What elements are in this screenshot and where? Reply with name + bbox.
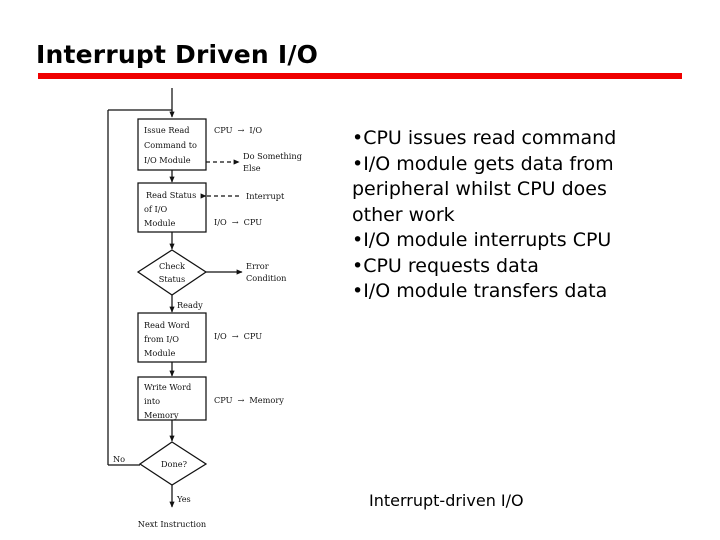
node-read-status-line: Read Status xyxy=(146,190,196,200)
figure-caption: Interrupt-driven I/O xyxy=(369,491,524,510)
annotation-cpu-to-memory-left: CPU xyxy=(214,395,233,405)
annotation-io-to-cpu-status-arrow: → xyxy=(232,217,239,227)
node-issue-read-line: I/O Module xyxy=(144,155,191,165)
bullet-line: •CPU requests data xyxy=(352,254,539,277)
annotation-io-to-cpu-status-left: I/O xyxy=(214,217,227,227)
annotation-cpu-to-io-left: CPU xyxy=(214,125,233,135)
node-write-word-line: into xyxy=(144,396,160,406)
annotation-cpu-to-io-arrow: → xyxy=(238,125,245,135)
bullet-line: •I/O module transfers data xyxy=(352,280,608,302)
annotation-cpu-to-io: CPU → I/O xyxy=(214,125,262,135)
annotation-io-to-cpu-word: I/O → CPU xyxy=(214,331,262,341)
bullet-line: •I/O module interrupts CPU xyxy=(352,229,612,251)
node-read-status-line: of I/O xyxy=(144,204,168,214)
annotation-do-something-else-line: Else xyxy=(243,163,261,173)
edge-label-yes: Yes xyxy=(176,494,191,504)
bullet-line: •I/O module gets data from xyxy=(352,152,614,175)
node-issue-read-line: Command to xyxy=(144,140,197,150)
bullet-line: peripheral whilst CPU does xyxy=(352,178,607,200)
node-done-line: Done? xyxy=(161,459,187,469)
annotation-io-to-cpu-status: I/O → CPU xyxy=(214,217,262,227)
node-issue-read-line: Issue Read xyxy=(144,125,190,135)
annotation-interrupt: Interrupt xyxy=(246,191,285,201)
bullet-list: •CPU issues read command •I/O module get… xyxy=(352,126,664,305)
annotation-cpu-to-memory: CPU → Memory xyxy=(214,395,284,405)
annotation-cpu-to-io-right: I/O xyxy=(249,125,262,135)
interrupt-driven-io-flowchart: Issue Read Command to I/O Module Read St… xyxy=(96,88,326,538)
edge-label-no: No xyxy=(113,454,125,464)
bullet-line: •CPU issues read command xyxy=(352,127,617,149)
node-read-word-line: Read Word xyxy=(144,320,190,330)
node-read-status-line: Module xyxy=(144,218,175,228)
page-title: Interrupt Driven I/O xyxy=(36,40,319,69)
annotation-io-to-cpu-status-right: CPU xyxy=(244,217,263,227)
annotation-cpu-to-memory-right: Memory xyxy=(249,395,284,405)
node-write-word-line: Memory xyxy=(144,410,179,420)
bullet-line: other work xyxy=(352,203,455,226)
annotation-do-something-else-line: Do Something xyxy=(243,151,302,161)
node-write-word-line: Write Word xyxy=(144,382,191,392)
annotation-error-condition-line: Error xyxy=(246,261,269,271)
node-read-word-line: Module xyxy=(144,348,175,358)
terminal-next-instruction: Next Instruction xyxy=(138,519,207,529)
title-underline-rule xyxy=(38,73,682,79)
annotation-io-to-cpu-word-left: I/O xyxy=(214,331,227,341)
annotation-cpu-to-memory-arrow: → xyxy=(238,395,245,405)
node-read-word-line: from I/O xyxy=(144,334,179,344)
node-check-status-line: Status xyxy=(159,274,186,284)
node-check-status-line: Check xyxy=(159,261,186,271)
annotation-error-condition-line: Condition xyxy=(246,273,287,283)
annotation-io-to-cpu-word-right: CPU xyxy=(244,331,263,341)
edge-label-ready: Ready xyxy=(177,300,203,310)
annotation-io-to-cpu-word-arrow: → xyxy=(232,331,239,341)
